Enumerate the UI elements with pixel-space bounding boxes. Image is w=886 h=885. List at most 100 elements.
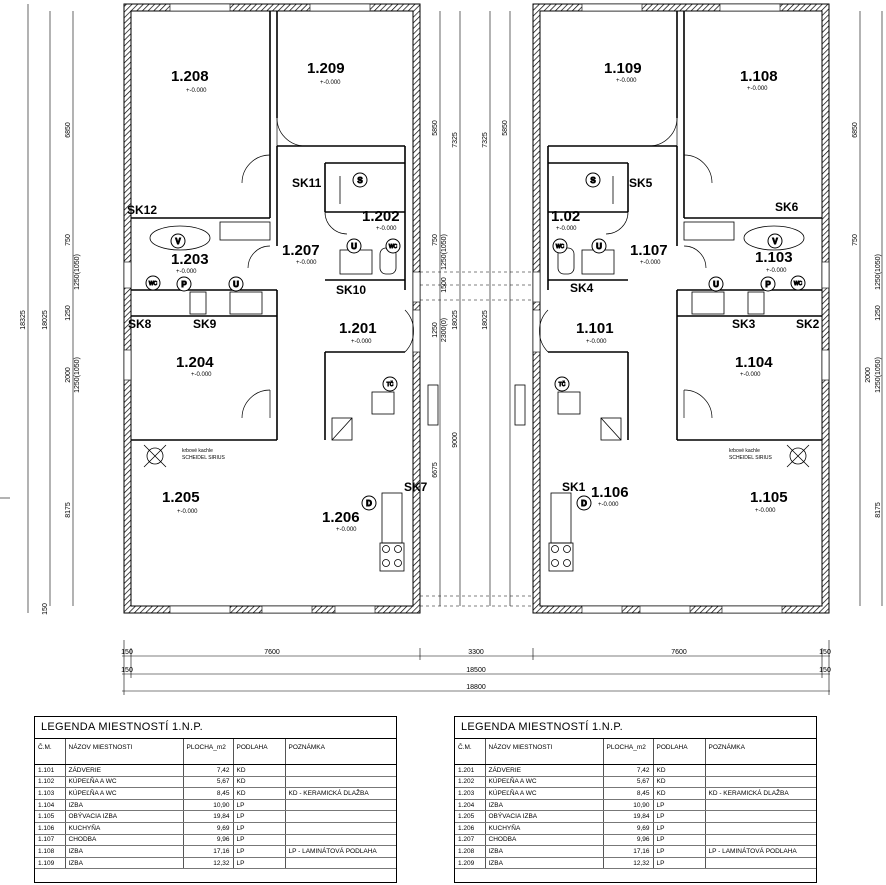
legend-cell: LP: [653, 845, 706, 858]
dimension-text: 7325: [482, 132, 489, 148]
right-unit-fixtures: [514, 176, 810, 572]
stove-note: krbové kachle: [729, 448, 760, 454]
right-unit-doors: [539, 117, 713, 419]
legend-header: POZNÁMKA: [285, 739, 396, 765]
dimension-text: 150: [819, 649, 831, 656]
dimension-text: 18025: [452, 310, 459, 330]
left-unit-fixtures: [143, 176, 439, 572]
legend-cell: KD - KERAMICKÁ DLAŽBA: [285, 787, 396, 800]
legend-cell: ZÁDVERIE: [485, 764, 604, 777]
legend-header: Č.M.: [455, 739, 486, 765]
room-level: +-0.000: [586, 339, 607, 345]
vertical-dimension-lines: [0, 4, 883, 613]
dimension-text: 1250(1050): [441, 234, 448, 270]
dimension-text: 18800: [466, 684, 486, 691]
dimension-text: 8175: [875, 502, 882, 518]
wc-symbol: WC: [556, 244, 565, 250]
legend-cell: 17,16: [183, 845, 234, 858]
room-level: +-0.000: [191, 372, 212, 378]
legend-cell: KUCHYŇA: [65, 822, 184, 835]
legend-cell: [705, 857, 816, 870]
dimension-text: 1250: [432, 322, 439, 338]
legend-cell: LP: [233, 834, 286, 847]
dimension-text: 18325: [20, 310, 27, 330]
room-number: 1.204: [176, 354, 214, 371]
sk-label: SK5: [629, 176, 653, 190]
legend-cell: 1.108: [35, 845, 66, 858]
legend-cell: IZBA: [485, 799, 604, 812]
wc-symbol: WC: [149, 281, 158, 287]
dimension-text: 1250(1050): [875, 254, 882, 290]
dimension-text: 5850: [432, 120, 439, 136]
room-level: +-0.000: [740, 372, 761, 378]
legend-cell: LP: [653, 799, 706, 812]
legend-cell: IZBA: [65, 845, 184, 858]
room-level: +-0.000: [376, 226, 397, 232]
legend-cell: OBÝVACIA IZBA: [65, 810, 184, 823]
dimension-text: 1250(1050): [74, 254, 81, 290]
room-level: +-0.000: [296, 260, 317, 266]
legend-header: PODLAHA: [653, 739, 706, 765]
room-level: +-0.000: [186, 88, 207, 94]
bath-symbol: V: [175, 237, 181, 246]
legend-cell: 1.104: [35, 799, 66, 812]
dimension-text: 6850: [852, 122, 859, 138]
legend-cell: 1.106: [35, 822, 66, 835]
legend-cell: 7,42: [603, 764, 654, 777]
sk-label: SK8: [128, 317, 152, 331]
legend-cell: IZBA: [485, 857, 604, 870]
room-number: 1.207: [282, 242, 320, 259]
sk-label: SK2: [796, 317, 820, 331]
wc-symbol: WC: [389, 244, 398, 250]
room-level: +-0.000: [320, 80, 341, 86]
right-unit-interior-walls: [547, 11, 822, 441]
left-unit-doors: [241, 117, 414, 419]
legend-cell: LP: [233, 857, 286, 870]
sk-label: SK1: [562, 480, 586, 494]
dimension-text: 150: [42, 603, 49, 615]
legend-cell: KD: [233, 776, 286, 789]
dimension-text: 7600: [671, 649, 687, 656]
bath-symbol: V: [772, 237, 778, 246]
legend-cell: KD: [233, 787, 286, 800]
legend-cell: [285, 834, 396, 847]
dimension-text: 2000: [865, 367, 872, 383]
legend-cell: 1.208: [455, 845, 486, 858]
left-unit-exterior-wall: [123, 3, 421, 614]
legend-cell: 1.105: [35, 810, 66, 823]
legend-cell: KÚPEĽŇA A WC: [65, 776, 184, 789]
legend-header: NÁZOV MIESTNOSTI: [485, 739, 604, 765]
dimension-text: 18025: [42, 310, 49, 330]
legend-cell: 8,45: [603, 787, 654, 800]
room-level: +-0.000: [747, 86, 768, 92]
legend-cell: 9,96: [603, 834, 654, 847]
legend-cell: 1.201: [455, 764, 486, 777]
legend-cell: 1.206: [455, 822, 486, 835]
room-level: +-0.000: [351, 339, 372, 345]
legend-cell: IZBA: [65, 857, 184, 870]
shower-symbol: S: [357, 176, 363, 185]
dimension-text: 750: [65, 234, 72, 246]
room-number: 1.201: [339, 320, 377, 337]
legend-cell: 1.102: [35, 776, 66, 789]
room-number: 1.202: [362, 208, 400, 225]
legend-cell: 1.109: [35, 857, 66, 870]
legend-cell: 1.107: [35, 834, 66, 847]
dimension-text: 750: [432, 234, 439, 246]
left-unit-symbols: S U WC V WC P U TČ D: [145, 172, 401, 511]
left-unit: S U WC V WC P U TČ D: [123, 3, 439, 614]
legend-header: PODLAHA: [233, 739, 286, 765]
room-number: 1.02: [551, 208, 580, 225]
legend-cell: KÚPEĽŇA A WC: [65, 787, 184, 800]
stove-model-note: SCHEIDEL SIRIUS: [729, 455, 773, 461]
room-number: 1.108: [740, 68, 778, 85]
heat-pump-symbol: TČ: [387, 381, 394, 388]
dimension-text: 1250: [875, 305, 882, 321]
